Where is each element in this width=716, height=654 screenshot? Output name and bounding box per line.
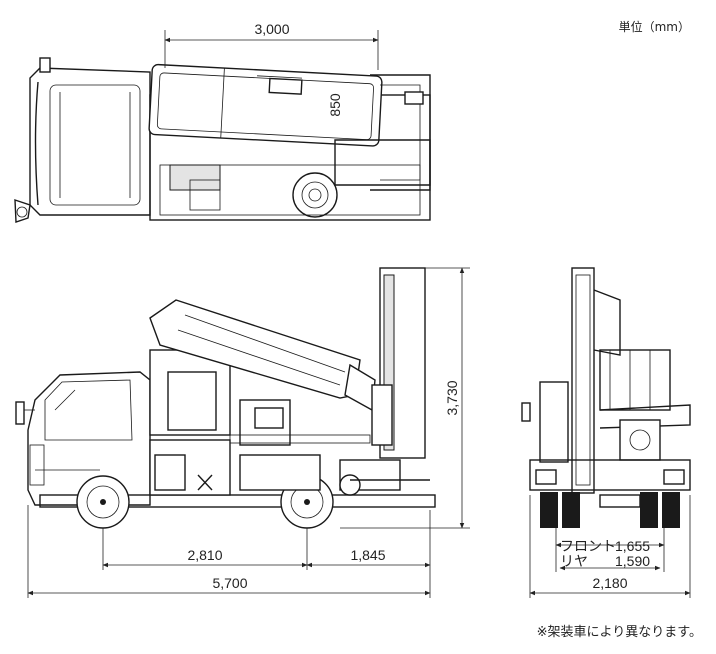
dim-front-track: 1,655 [615,538,650,554]
dim-total-height: 3,730 [444,380,460,415]
rear-view [521,267,691,528]
dim-total-width: 2,180 [592,575,627,591]
dim-top-length: 3,000 [254,21,289,37]
rear-track-label: リヤ [560,553,588,569]
dim-total-length: 5,700 [212,575,247,591]
dim-top-height: 850 [327,93,343,117]
dim-rear-overhang: 1,845 [350,547,385,563]
side-dimensions: 3,730 2,810 1,845 5,700 [27,267,470,598]
dim-wheelbase: 2,810 [187,547,222,563]
rear-dimensions: フロント 1,655 リヤ 1,590 2,180 [529,495,691,598]
unit-label: 単位（mm） [618,20,690,34]
top-view [14,57,431,223]
top-dimensions: 3,000 850 [164,21,379,117]
dim-rear-track: 1,590 [615,553,650,569]
front-track-label: フロント [560,538,616,554]
footnote: ※架装車により異なります。 [536,625,702,640]
side-view [15,267,436,529]
